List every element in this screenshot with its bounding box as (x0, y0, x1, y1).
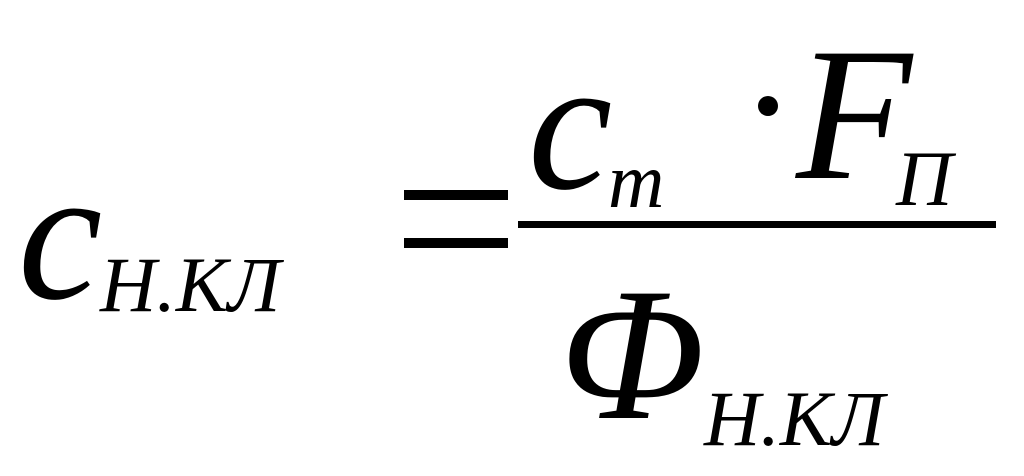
numerator-variable-c: c (528, 20, 613, 230)
equals-bar-top (404, 190, 508, 200)
equals-sign (404, 190, 508, 248)
fraction-bar (518, 221, 996, 228)
equals-bar-bottom (404, 238, 508, 248)
lhs-subscript: Н.КЛ (100, 241, 281, 328)
lhs-variable: c (18, 130, 103, 340)
numerator-subscript-p: П (896, 135, 953, 222)
numerator-variable-F: F (796, 10, 913, 220)
multiplication-dot (758, 96, 778, 116)
denominator-variable-phi: Φ (560, 250, 705, 460)
numerator-subscript-t: т (608, 137, 665, 224)
denominator-subscript: Н.КЛ (704, 375, 885, 462)
